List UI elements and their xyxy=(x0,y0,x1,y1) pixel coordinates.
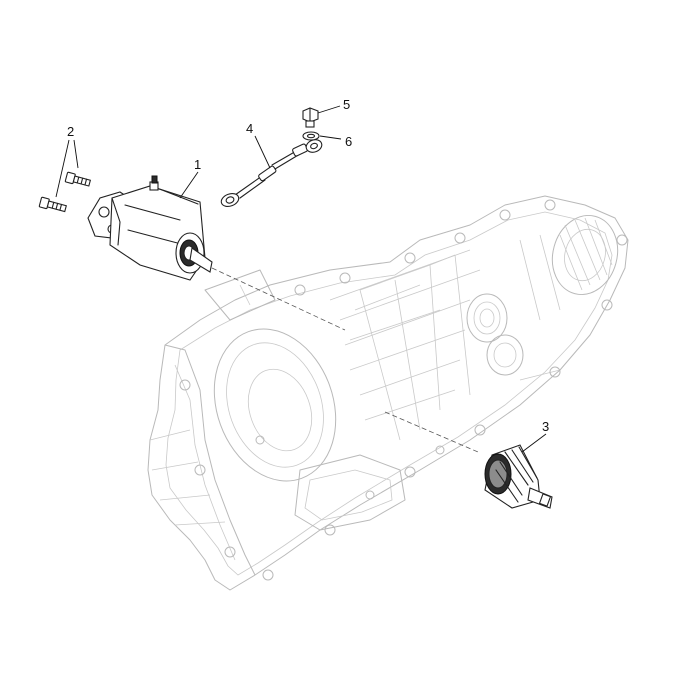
callout-6: 6 xyxy=(345,134,352,149)
part-5-screw xyxy=(302,107,319,128)
alignment-line-starter xyxy=(211,267,346,331)
crankcase-housing xyxy=(147,195,629,591)
callout-2: 2 xyxy=(67,124,74,139)
callout-1: 1 xyxy=(194,157,201,172)
alignment-line-gear xyxy=(384,411,479,453)
leader-lines xyxy=(55,105,547,453)
callout-5: 5 xyxy=(343,97,350,112)
part-3-starter-gear xyxy=(484,444,553,509)
callout-3: 3 xyxy=(542,419,549,434)
part-6-washer xyxy=(302,131,320,141)
part-2-mounting-bolts xyxy=(38,171,92,213)
part-1-starter-motor xyxy=(87,175,213,281)
part-4-starter-cable xyxy=(220,139,323,207)
callout-4: 4 xyxy=(246,121,253,136)
